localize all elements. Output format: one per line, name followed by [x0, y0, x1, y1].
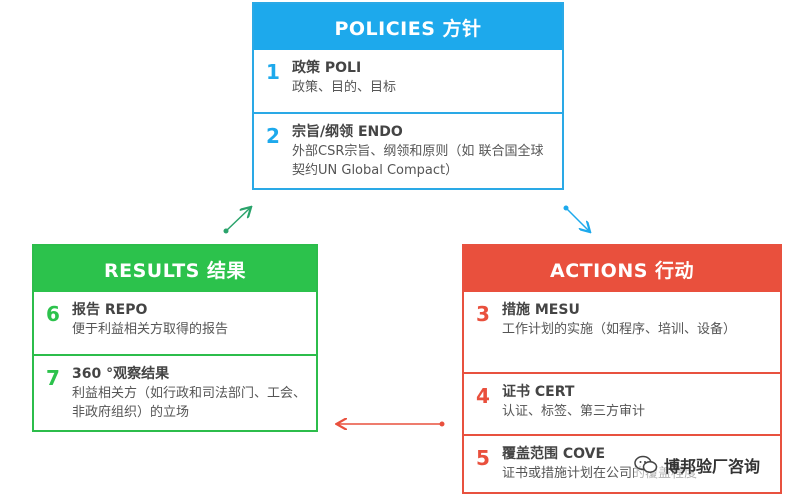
policies-header: POLICIES 方针: [254, 4, 562, 50]
results-item-7: 7 360 °观察结果 利益相关方（如行政和司法部门、工会、非政府组织）的立场: [34, 354, 316, 428]
item-number: 7: [46, 366, 60, 390]
item-description: 便于利益相关方取得的报告: [72, 322, 229, 337]
item-number: 2: [266, 124, 280, 148]
item-description: 工作计划的实施（如程序、培训、设备）: [502, 322, 737, 337]
watermark: 博邦验厂咨询: [634, 452, 761, 478]
results-header: RESULTS 结果: [34, 246, 316, 292]
arrow-policies-to-actions: [563, 205, 590, 232]
item-number: 5: [476, 446, 490, 470]
policies-item-2: 2 宗旨/纲领 ENDO 外部CSR宗旨、纲领和原则（如 联合国全球契约UN G…: [254, 112, 562, 186]
item-description: 利益相关方（如行政和司法部门、工会、非政府组织）的立场: [72, 386, 307, 420]
arrow-results-to-policies: [223, 208, 251, 234]
item-description: 外部CSR宗旨、纲领和原则（如 联合国全球契约UN Global Compact…: [292, 144, 544, 178]
wechat-icon: [634, 454, 658, 476]
item-title: 宗旨/纲领 ENDO: [292, 124, 403, 140]
item-description: 认证、标签、第三方审计: [502, 404, 646, 419]
item-number: 6: [46, 302, 60, 326]
item-number: 4: [476, 384, 490, 408]
results-item-6: 6 报告 REPO 便于利益相关方取得的报告: [34, 292, 316, 354]
item-title: 措施 MESU: [502, 302, 580, 318]
actions-header: ACTIONS 行动: [464, 246, 780, 292]
item-title: 证书 CERT: [502, 384, 575, 400]
results-box: RESULTS 结果 6 报告 REPO 便于利益相关方取得的报告 7 360 …: [32, 244, 318, 432]
policies-box: POLICIES 方针 1 政策 POLI 政策、目的、目标 2 宗旨/纲领 E…: [252, 2, 564, 190]
item-title: 覆盖范围 COVE: [502, 446, 606, 462]
item-title: 报告 REPO: [72, 302, 148, 318]
watermark-text: 博邦验厂咨询: [664, 457, 761, 476]
item-description: 政策、目的、目标: [292, 80, 397, 95]
arrow-actions-to-results: [338, 422, 445, 427]
actions-item-3: 3 措施 MESU 工作计划的实施（如程序、培训、设备）: [464, 292, 780, 372]
item-number: 1: [266, 60, 280, 84]
item-title: 360 °观察结果: [72, 366, 170, 382]
actions-item-4: 4 证书 CERT 认证、标签、第三方审计: [464, 372, 780, 434]
policies-item-1: 1 政策 POLI 政策、目的、目标: [254, 50, 562, 112]
item-number: 3: [476, 302, 490, 326]
item-title: 政策 POLI: [292, 60, 362, 76]
